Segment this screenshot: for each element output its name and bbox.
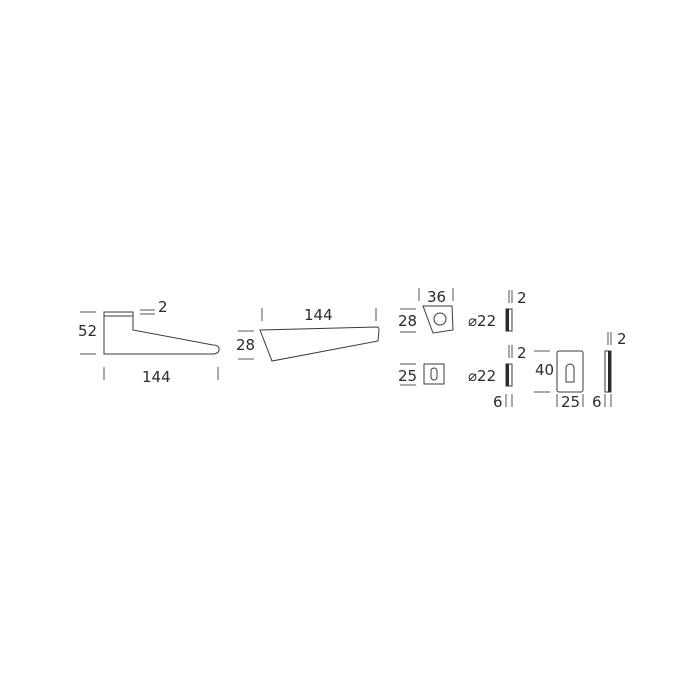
square-rose-outline — [423, 363, 445, 385]
square-rose-size-label: 25 — [398, 367, 417, 385]
rose-bottom-thickness-label: 2 — [517, 344, 527, 362]
cylinder-profile-base — [608, 351, 611, 392]
square-rose-slot — [430, 367, 438, 381]
key-rose-hole — [433, 312, 447, 326]
cylinder-height-label: 40 — [535, 361, 554, 379]
cylinder-profile: 2 6 — [592, 330, 627, 411]
lever-side-outline — [259, 326, 380, 362]
rose-top-thickness-label: 2 — [517, 289, 527, 307]
key-rose-outline — [422, 305, 454, 334]
square-rose: 25 — [398, 363, 445, 386]
rose-profile-bottom: ⌀22 2 6 — [468, 344, 527, 411]
cylinder-profile-depth-label: 6 — [592, 393, 602, 411]
side-height-label: 28 — [236, 336, 255, 354]
lever-front-view: 52 2 144 — [78, 298, 220, 386]
rose-profile-top: ⌀22 2 — [468, 289, 527, 332]
lever-height-label: 52 — [78, 322, 97, 340]
cylinder-width-label: 25 — [561, 393, 580, 411]
key-rose: 36 28 — [398, 288, 454, 334]
rose-bottom-diameter-label: ⌀22 — [468, 367, 496, 385]
cylinder-rose-outline — [556, 350, 584, 393]
rose-bottom-depth-label: 6 — [493, 393, 503, 411]
key-rose-height-label: 28 — [398, 312, 417, 330]
key-rose-width-label: 36 — [427, 288, 446, 306]
side-length-label: 144 — [304, 306, 333, 324]
cylinder-rose: 40 25 — [534, 350, 584, 411]
lever-side-view: 28 144 — [236, 306, 380, 362]
rose-bottom-base — [506, 364, 509, 386]
rose-top-base — [506, 309, 509, 331]
lever-front-outline — [103, 311, 220, 355]
rose-top-diameter-label: ⌀22 — [468, 312, 496, 330]
lever-length-label: 144 — [142, 368, 171, 386]
cylinder-keyhole — [565, 363, 575, 383]
lever-thickness-label: 2 — [158, 298, 168, 316]
cylinder-profile-thickness-label: 2 — [617, 330, 627, 348]
